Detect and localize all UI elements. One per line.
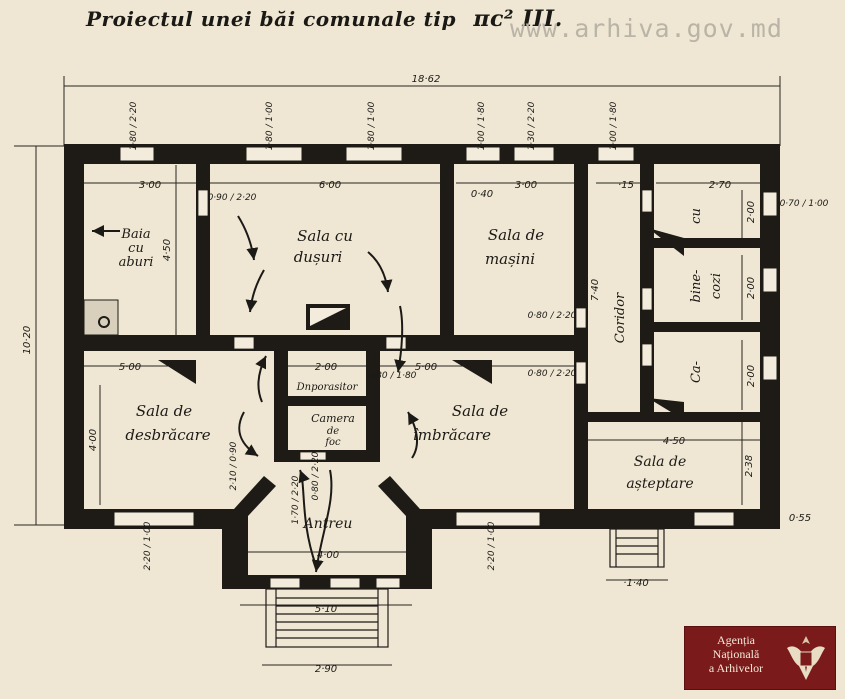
- dim-055: 0·55: [789, 513, 811, 524]
- title-text: Proiectul unei băi comunale tip: [86, 7, 456, 31]
- room-label-wc-2: bine-: [689, 270, 704, 303]
- room-label-masini-2: mașini: [485, 250, 535, 268]
- dim-total-width: 18·62: [412, 74, 441, 85]
- room-label-wc-1: cu: [689, 208, 704, 224]
- room-label-dusuri-2: dușuri: [294, 248, 343, 266]
- coat-of-arms-icon: [787, 636, 825, 680]
- dim-270: 2·70: [709, 180, 731, 191]
- room-label-depozit: Dnporasitor: [296, 382, 359, 393]
- dim-290: 2·90: [315, 664, 337, 675]
- room-label-masini-1: Sala de: [488, 226, 544, 244]
- dim-door-080a: 0·80 / 2·20: [528, 311, 577, 321]
- dim-500a: 5·00: [119, 362, 141, 373]
- room-label-dezbracare-1: Sala de: [136, 402, 192, 420]
- dim-450b: 4·50: [663, 436, 685, 447]
- dim-window-3: 1·80 / 1·00: [367, 101, 377, 150]
- dim-window-1: 1·80 / 2·20: [129, 101, 139, 150]
- dim-450: 4·50: [162, 239, 173, 261]
- logo-line-2: Națională: [712, 647, 760, 661]
- watermark-url: www.arhiva.gov.md: [510, 14, 783, 43]
- room-label-baia-3: aburi: [119, 255, 154, 270]
- dim-300b: 3·00: [515, 180, 537, 191]
- room-label-imbracare-1: Sala de: [452, 402, 508, 420]
- dim-window-bottom-1: 2·20 / 1·00: [143, 521, 153, 570]
- circulation-arrows: [92, 215, 420, 573]
- room-label-camera-2: de: [327, 426, 339, 437]
- logo-line-3: a Arhivelor: [708, 661, 764, 675]
- room-label-asteptare-2: așteptare: [626, 476, 693, 492]
- title-number: ᴨᴄ² III.: [473, 6, 563, 32]
- dim-door-080c: 0·80 / 1·80: [368, 371, 417, 381]
- dim-window-5: 1·30 / 2·20: [527, 101, 537, 150]
- dim-740: 7·40: [590, 279, 601, 301]
- dim-window-4: 1·00 / 1·80: [477, 101, 487, 150]
- dim-window-bottom-2: 2·20 / 1·00: [487, 521, 497, 570]
- dim-400: 4·00: [88, 429, 99, 451]
- dim-door-070: 0·70 / 1·00: [780, 199, 829, 209]
- archive-logo: Agenția Națională a Arhivelor: [684, 626, 836, 690]
- dim-040: 0·40: [471, 189, 493, 200]
- page-title: Proiectul unei băi comunale tip ᴨᴄ² III.: [86, 6, 563, 32]
- room-label-dusuri-1: Sala cu: [297, 227, 353, 245]
- dim-window-2: 1·80 / 1·00: [265, 101, 275, 150]
- dim-200a: 2·00: [746, 201, 757, 223]
- dimension-lines: [14, 76, 781, 666]
- dim-015: ·15: [618, 180, 634, 191]
- logo-text: Agenția Națională a Arhivelor: [691, 633, 781, 675]
- dim-200d: 2·00: [315, 362, 337, 373]
- dim-door-080b: 0·80 / 2·20: [528, 369, 577, 379]
- dim-window-entry-3: 0·80 / 2·20: [311, 451, 321, 500]
- entrance-stairs: [265, 528, 665, 648]
- logo-line-1: Agenția: [717, 633, 755, 647]
- room-label-wc-4: Ca-: [689, 361, 704, 383]
- windows: [113, 146, 778, 589]
- dim-400b: 4·00: [317, 550, 339, 561]
- room-label-camera-3: foc: [324, 437, 341, 448]
- dim-total-height: 10·20: [22, 326, 33, 355]
- room-label-wc-3: cozi: [709, 273, 724, 299]
- dim-600: 6·00: [319, 180, 341, 191]
- dim-200c: 2·00: [746, 365, 757, 387]
- dim-window-entry-2: 1·70 / 2·20: [291, 475, 301, 524]
- dim-200b: 2·00: [746, 277, 757, 299]
- room-label-imbracare-2: îmbrăcare: [413, 426, 491, 444]
- dim-window-6: 1·00 / 1·80: [609, 101, 619, 150]
- dim-238: 2·38: [744, 455, 755, 477]
- room-label-baia-2: cu: [128, 241, 144, 256]
- room-label-antreu: Antreu: [302, 516, 353, 532]
- fixtures: [83, 228, 684, 420]
- dim-510: 5·10: [315, 604, 337, 615]
- dim-140: ·1·40: [623, 578, 648, 589]
- room-label-camera-1: Camera: [311, 412, 355, 425]
- room-label-baia-1: Baia: [120, 227, 150, 242]
- dim-door-090: 0·90 / 2·20: [208, 193, 257, 203]
- dim-300a: 3·00: [139, 180, 161, 191]
- room-label-asteptare-1: Sala de: [634, 454, 686, 470]
- dim-window-entry-1: 2·10 / 0·90: [229, 441, 239, 490]
- dim-500b: 5·00: [415, 362, 437, 373]
- room-label-dezbracare-2: desbrăcare: [125, 426, 210, 444]
- room-label-coridor: Coridor: [613, 292, 628, 343]
